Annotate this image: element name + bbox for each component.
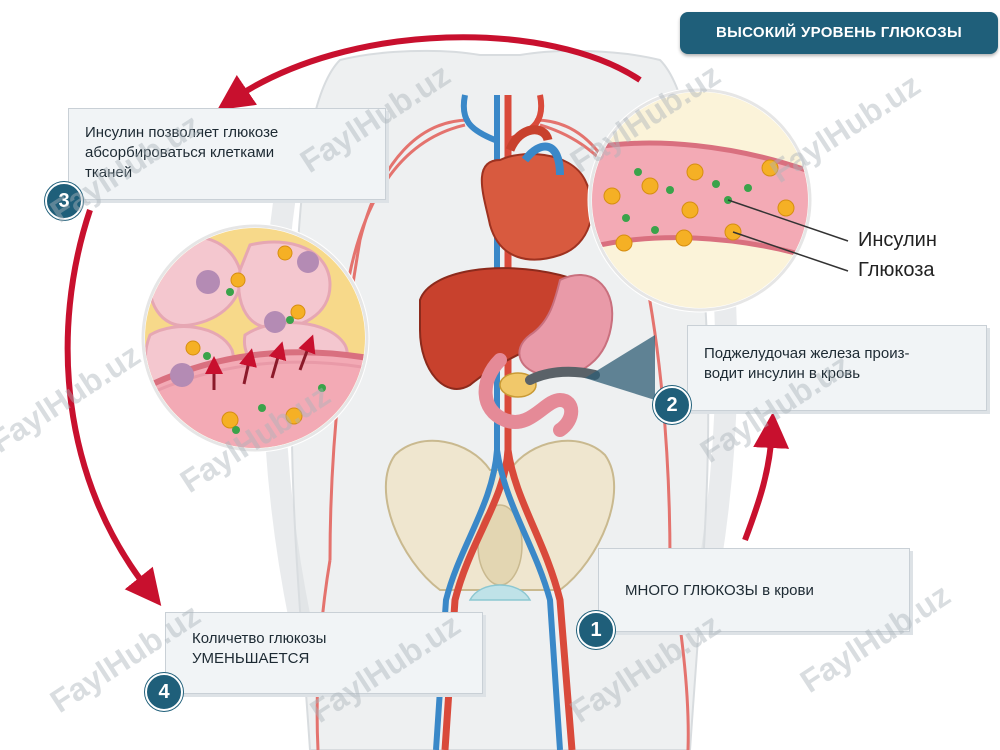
zoom-top-glucose-dots	[603, 159, 795, 252]
step-3-line-1: Инсулин позволяет глюкозе	[85, 124, 279, 141]
step-4-box: Количетво глюкозы УМЕНЬШАЕТСЯ	[165, 612, 483, 694]
legend-insulin-label: Инсулин	[858, 229, 937, 251]
step-3-box: Инсулин позволяет глюкозе абсорбироватьс…	[68, 108, 386, 200]
step-4-number-badge: 4	[145, 673, 183, 711]
step-3-line-2: абсорбироваться клетками	[85, 144, 275, 161]
legend-glucose-label: Глюкоза	[858, 259, 935, 281]
pancreas-callout	[585, 335, 655, 400]
step-4-line-1: Количетво глюкозы	[192, 630, 327, 647]
pancreas	[478, 353, 600, 437]
glucose-leader-line	[732, 231, 849, 272]
major-vessels	[433, 94, 576, 750]
title-banner: ВЫСОКИЙ УРОВЕНЬ ГЛЮКОЗЫ	[680, 12, 998, 54]
step-1-text: МНОГО ГЛЮКОЗЫ в крови	[625, 582, 814, 599]
zoom-top-insulin-dots	[622, 168, 752, 234]
step-3-line-3: тканей	[85, 164, 133, 181]
step-2-box: Поджелудочая железа произ- водит инсулин…	[687, 325, 987, 411]
step-2-number-badge: 2	[653, 386, 691, 424]
zoom-tissue-cells	[140, 223, 370, 453]
step-1-box: МНОГО ГЛЮКОЗЫ в крови	[598, 548, 910, 632]
absorption-arrows	[205, 334, 316, 390]
insulin-leader-line	[727, 199, 849, 242]
pelvis	[384, 439, 616, 601]
zoom-left-glucose-dots	[185, 245, 306, 429]
step-2-line-2: водит инсулин в кровь	[704, 365, 861, 382]
cell-nuclei	[170, 251, 319, 387]
cycle-arrows	[64, 34, 790, 607]
step-4-line-2: УМЕНЬШАЕТСЯ	[192, 650, 310, 667]
zoom-blood-vessel	[587, 87, 813, 313]
step-2-line-1: Поджелудочая железа произ-	[704, 345, 910, 362]
step-3-number-badge: 3	[45, 182, 83, 220]
heart	[480, 125, 593, 261]
step-1-number-badge: 1	[577, 611, 615, 649]
